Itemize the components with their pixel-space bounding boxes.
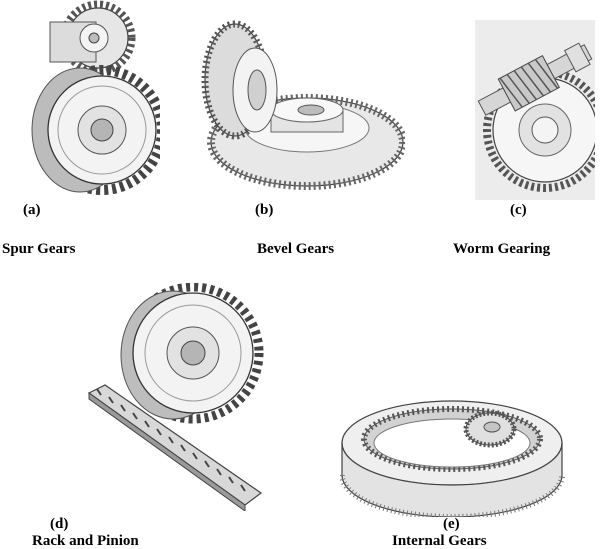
figure-tag-a: (a) [23, 202, 41, 218]
caption-rack-and-pinion: Rack and Pinion [32, 533, 139, 549]
caption-internal-gears: Internal Gears [392, 533, 487, 549]
internal-gears-icon [340, 400, 565, 517]
caption-bevel-gears: Bevel Gears [257, 241, 335, 257]
caption-spur-gears: Spur Gears [2, 241, 76, 257]
figure-tag-d: (d) [50, 516, 69, 532]
rack-and-pinion-icon [87, 283, 264, 511]
spur-gears-icon [31, 0, 160, 195]
figure-tag-b: (b) [255, 202, 274, 218]
worm-gearing-icon [475, 20, 595, 200]
figure-tag-c: (c) [510, 202, 527, 218]
figure-tag-e: (e) [443, 516, 460, 532]
bevel-gears-icon [201, 20, 405, 190]
caption-worm-gearing: Worm Gearing [453, 241, 551, 257]
